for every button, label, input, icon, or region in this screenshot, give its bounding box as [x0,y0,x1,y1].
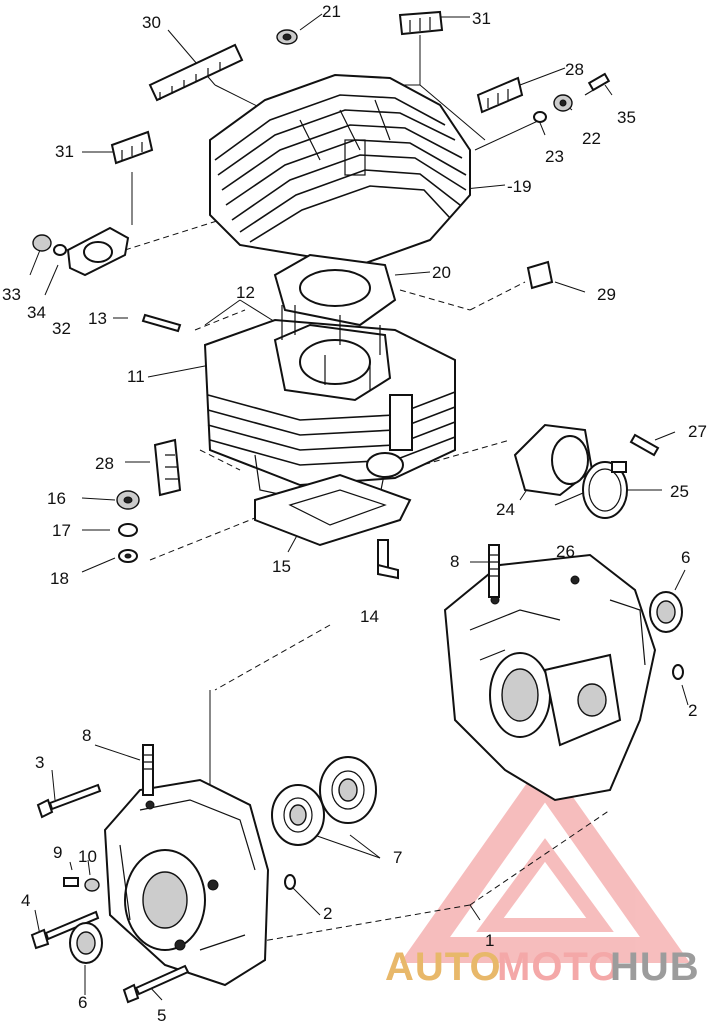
part-6-seal-right [649,591,683,633]
callout-8-right: 8 [450,552,459,571]
callout-29: 29 [597,285,616,304]
callout-35: 35 [617,108,636,127]
callout-28-top: 28 [565,60,584,79]
callout-13: 13 [88,309,107,328]
callout-25: 25 [670,482,689,501]
watermark-part1: AUTO [385,945,502,989]
part-5-bolt [122,964,190,1004]
part-24-intake-manifold [513,423,594,506]
part-34-washer [53,244,67,256]
callout-4: 4 [21,891,30,910]
crankcase-left-half [103,778,270,987]
callout-26: 26 [556,542,575,561]
part-33-nut [32,234,52,252]
callout-34: 34 [27,303,46,322]
callout-6-right: 6 [681,548,690,567]
callout-1: 1 [485,931,494,950]
callout-9: 9 [53,843,62,862]
part-17-lockwasher [118,523,138,537]
callout-27: 27 [688,422,707,441]
part-23-washer [533,111,547,123]
part-10-nut [84,878,100,892]
part-20-head-gasket [273,253,397,327]
callout-11: 11 [127,367,145,386]
part-8-stud-left [142,744,154,796]
part-27-screw [629,433,660,457]
callout-12: 12 [236,283,255,302]
part-9-bolt [63,877,79,887]
part-7-bearing-b [319,756,377,824]
part-13-stud [141,313,182,333]
part-35-bolt [584,72,611,96]
part-21-nut [276,29,298,45]
callout-28-left: 28 [95,454,114,473]
part-2-dowel-right [672,664,684,680]
part-28-damper-right [476,76,524,114]
part-25-clamp [582,461,628,519]
part-6-seal-left [69,922,103,964]
callout-24: 24 [496,500,515,519]
callout-21: 21 [322,2,341,21]
cylinder [203,305,456,506]
watermark-part3: HUB [610,945,700,989]
part-14-fitting [377,539,399,580]
part-30-fin-damper [148,43,244,102]
callout-30: 30 [142,13,161,32]
callout-6-left: 6 [78,993,87,1012]
watermark-logo [399,757,691,963]
callout-15: 15 [272,557,291,576]
callout-17: 17 [52,521,71,540]
watermark-part2: MOTO [497,945,620,989]
callout-32: 32 [52,319,71,338]
callout-8-left: 8 [82,726,91,745]
callout-7: 7 [393,848,402,867]
part-22-nut [553,94,573,112]
part-3-bolt [36,783,102,819]
callout-10: 10 [78,847,97,866]
callout-18: 18 [50,569,69,588]
cylinder-head [209,73,471,267]
callout-33: 33 [2,285,21,304]
callout-16: 16 [47,489,66,508]
part-29-block [526,260,554,290]
part-8-stud-right [488,544,500,598]
part-31-damper-left [110,130,154,165]
part-31-damper-top [398,10,444,36]
part-32-exhaust-gasket [66,226,130,277]
callout-31-top: 31 [472,9,491,28]
callout-19: -19 [507,177,532,196]
callout-3: 3 [35,753,44,772]
part-16-nut [116,490,140,510]
part-28-damper-left [153,438,182,497]
part-4-bolt [30,910,100,950]
callout-2-right: 2 [688,701,697,720]
callout-20: 20 [432,263,451,282]
callout-22: 22 [582,129,601,148]
part-7-bearing-a [271,784,325,846]
callout-23: 23 [545,147,564,166]
part-18-washer [118,549,138,563]
watermark-text: AUTO MOTO HUB [385,945,700,989]
crankcase-right-half [443,553,657,802]
callout-5: 5 [157,1006,166,1025]
part-2-dowel-left [284,874,296,890]
callout-31-left: 31 [55,142,74,161]
part-15-base-gasket [254,473,412,547]
callout-2-left: 2 [323,904,332,923]
callout-14: 14 [360,607,379,626]
